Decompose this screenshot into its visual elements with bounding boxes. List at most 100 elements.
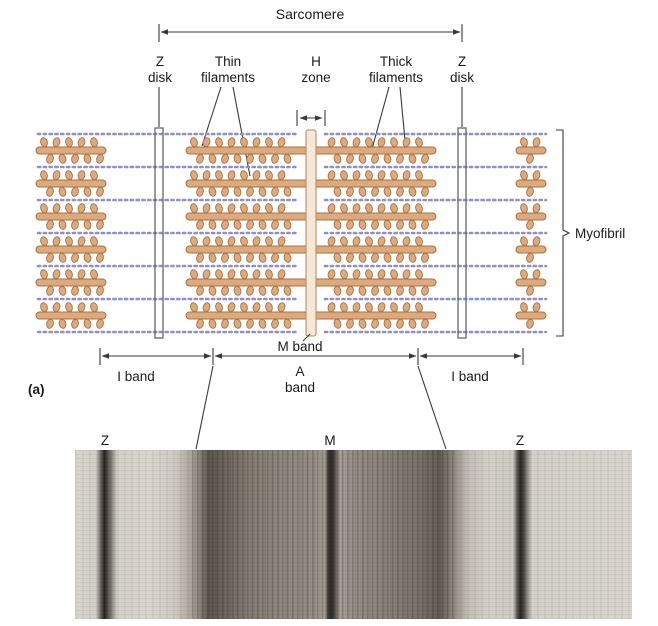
myosin-head <box>371 219 379 230</box>
myosin-head <box>52 269 61 280</box>
myosin-head <box>421 186 429 197</box>
myosin-head <box>390 203 398 214</box>
myosin-head <box>421 252 429 263</box>
myosin-head <box>83 252 92 263</box>
myosin-head <box>190 236 198 247</box>
myosin-head <box>358 285 367 296</box>
myosin-head <box>526 285 534 296</box>
myosin-head <box>390 170 398 181</box>
myosin-head <box>283 252 292 263</box>
myosin-head <box>77 137 86 148</box>
myosin-head <box>252 236 261 247</box>
myosin-head <box>271 318 279 329</box>
myosin-head <box>221 153 229 164</box>
myosin-head <box>202 170 211 181</box>
myosin-head <box>258 219 267 230</box>
myosin-head <box>58 252 67 263</box>
myosin-head <box>333 186 342 197</box>
myosin-head <box>371 252 379 263</box>
myosin-head <box>327 137 336 148</box>
myosin-head <box>83 186 92 197</box>
myosin-head <box>246 219 254 230</box>
micrograph-leader-right <box>417 365 447 450</box>
myosin-head <box>283 318 292 329</box>
myosin-head <box>532 236 541 247</box>
myosin-head <box>96 186 104 197</box>
i-band-right-label: I band <box>451 369 489 384</box>
thick-filaments-label2: filaments <box>369 70 423 85</box>
myosin-head <box>421 285 429 296</box>
myosin-head <box>233 285 242 296</box>
myosin-head <box>340 203 348 214</box>
myosin-head <box>340 137 348 148</box>
myosin-head <box>65 236 73 247</box>
myosin-head <box>233 318 242 329</box>
panel-label: (a) <box>28 382 45 397</box>
myosin-head <box>46 252 54 263</box>
myosin-head <box>83 153 92 164</box>
myosin-head <box>190 302 198 313</box>
myosin-head <box>396 219 404 230</box>
myosin-head <box>277 137 286 148</box>
myosin-head <box>520 302 528 313</box>
myosin-head <box>246 252 254 263</box>
myosin-head <box>221 285 229 296</box>
myosin-head <box>371 318 379 329</box>
myosin-head <box>77 269 86 280</box>
myosin-head <box>327 203 336 214</box>
myosin-head <box>390 137 398 148</box>
myosin-head <box>365 137 373 148</box>
myosin-head <box>352 236 361 247</box>
myosin-head <box>208 153 217 164</box>
myosin-head <box>396 285 404 296</box>
myosin-head <box>340 170 348 181</box>
myosin-head <box>202 302 211 313</box>
myosin-head <box>202 269 211 280</box>
myosin-head <box>246 285 254 296</box>
myosin-head <box>65 302 73 313</box>
m-band-pointer-line <box>302 333 311 342</box>
thick-filament <box>515 146 547 155</box>
myosin-head <box>215 302 223 313</box>
myosin-head <box>421 219 429 230</box>
electron-micrograph <box>75 450 632 619</box>
myosin-head <box>208 252 217 263</box>
myosin-head <box>196 186 204 197</box>
myosin-head <box>46 318 54 329</box>
myosin-head <box>52 236 61 247</box>
myosin-head <box>240 236 248 247</box>
myosin-head <box>408 318 417 329</box>
myosin-head <box>252 203 261 214</box>
myosin-head <box>215 137 223 148</box>
thin-pointer-line-1 <box>201 86 222 147</box>
myosin-head <box>408 285 417 296</box>
micrograph-leader-left <box>195 365 214 450</box>
myosin-head <box>40 236 48 247</box>
myosin-head <box>265 269 273 280</box>
myosin-head <box>52 137 61 148</box>
myosin-head <box>532 269 541 280</box>
myosin-head <box>221 318 229 329</box>
myosin-head <box>265 170 273 181</box>
myosin-head <box>526 219 534 230</box>
myosin-head <box>202 203 211 214</box>
myosin-head <box>352 302 361 313</box>
myosin-head <box>346 219 354 230</box>
myosin-head <box>227 137 236 148</box>
thick-filament <box>515 278 547 287</box>
myosin-head <box>277 269 286 280</box>
myosin-head <box>221 252 229 263</box>
myosin-head <box>408 186 417 197</box>
myosin-head <box>402 203 411 214</box>
h-zone-label: H <box>311 54 321 69</box>
myosin-head <box>196 153 204 164</box>
sarcomere-title: Sarcomere <box>276 6 345 22</box>
myosin-head <box>265 137 273 148</box>
myosin-head <box>365 302 373 313</box>
myosin-head <box>333 252 342 263</box>
myosin-head <box>258 318 267 329</box>
myosin-head <box>358 318 367 329</box>
thick-filament <box>515 179 547 188</box>
thick-filaments-label: Thick <box>380 54 413 69</box>
thick-filament <box>35 245 107 254</box>
